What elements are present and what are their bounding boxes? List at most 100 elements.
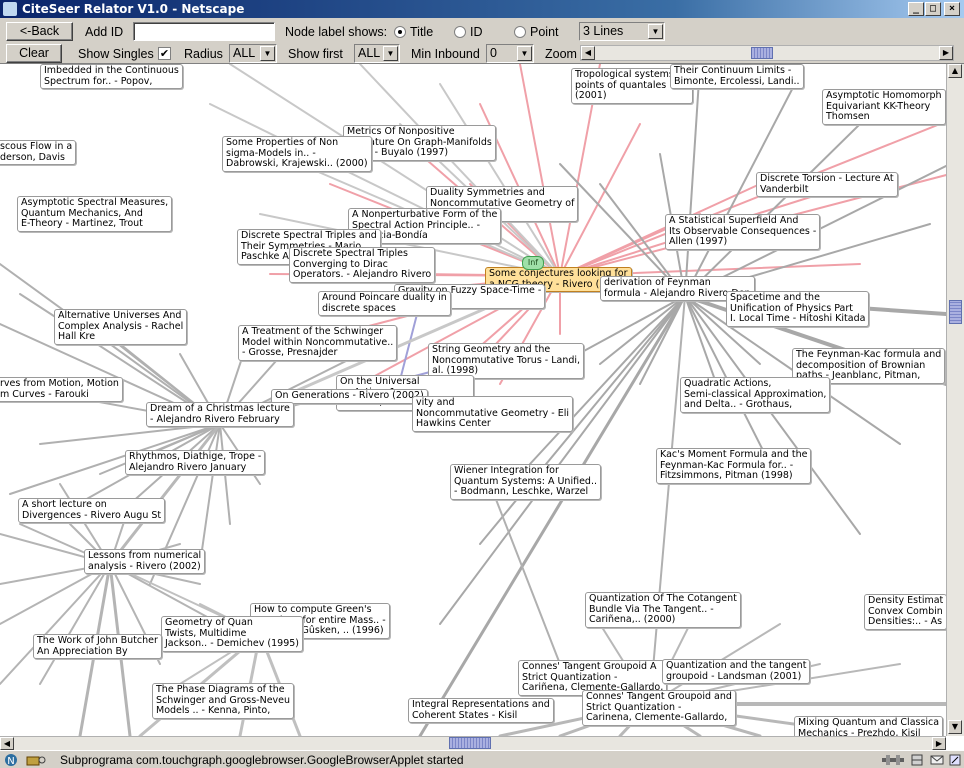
graph-node[interactable]: String Geometry and the Noncommutative T… <box>428 343 585 379</box>
add-id-input[interactable] <box>133 22 275 41</box>
lines-select-value: 3 Lines <box>583 24 624 38</box>
show-first-select-value: ALL <box>358 46 381 60</box>
scroll-right-icon[interactable]: ▶ <box>939 46 953 60</box>
app-icon <box>3 2 17 16</box>
graph-node[interactable]: Around Poincare duality in discrete spac… <box>318 291 451 316</box>
graph-node[interactable]: Quantization and the tangent groupoid - … <box>662 659 811 684</box>
graph-edge <box>0 563 111 625</box>
scroll-left-icon[interactable]: ◀ <box>581 46 595 60</box>
graph-node[interactable]: A Statistical Superfield And Its Observa… <box>665 214 821 250</box>
graph-node[interactable]: Some Properties of Non sigma-Models in..… <box>222 136 372 172</box>
toolbar: <-Back Add ID Node label shows: Title ID… <box>0 18 964 64</box>
min-inbound-label: Min Inbound <box>411 47 480 61</box>
graph-node[interactable]: The Work of John Butcher An Appreciation… <box>33 634 162 659</box>
horizontal-scrollbar[interactable]: ◀ ▶ <box>0 736 946 750</box>
graph-node[interactable]: Their Continuum Limits - Bimonte, Ercole… <box>670 64 804 89</box>
graph-edge <box>229 64 561 277</box>
graph-edge <box>489 483 561 665</box>
netscape-icon: N <box>5 754 17 767</box>
graph-node[interactable]: Quadratic Actions, Semi-classical Approx… <box>680 377 831 413</box>
security-icon[interactable] <box>26 753 46 767</box>
graph-node[interactable]: Asymptotic Homomorph Equivariant KK-Theo… <box>822 89 946 125</box>
id-radio[interactable] <box>454 26 466 38</box>
horizontal-scroll-thumb[interactable] <box>449 737 491 749</box>
graph-node[interactable]: Imbedded in the Continuous Spectrum for.… <box>40 64 183 89</box>
clear-button[interactable]: Clear <box>6 44 62 63</box>
graph-edge <box>479 295 686 545</box>
graph-edge <box>39 563 111 685</box>
chevron-down-icon: ▼ <box>260 46 275 61</box>
title-radio[interactable] <box>394 26 406 38</box>
graph-edge <box>529 295 686 465</box>
graph-node[interactable]: rves from Motion, Motion m Curves - Faro… <box>0 377 123 402</box>
graph-node[interactable]: A Nonperturbative Form of the Spectral A… <box>348 208 502 244</box>
graph-node[interactable]: Rhythmos, Diathige, Trope - Alejandro Ri… <box>125 450 266 475</box>
graph-node[interactable]: Geometry of Quan Twists, Multidime Jacks… <box>161 616 304 652</box>
graph-node[interactable]: The Phase Diagrams of the Schwinger and … <box>152 683 295 719</box>
zoom-slider-thumb[interactable] <box>751 47 773 59</box>
graph-node[interactable]: Alternative Universes And Complex Analys… <box>54 309 188 345</box>
lines-select[interactable]: 3 Lines ▼ <box>579 22 665 41</box>
scroll-left-icon[interactable]: ◀ <box>0 737 14 750</box>
graph-edge <box>559 123 941 277</box>
show-first-select[interactable]: ALL ▼ <box>354 44 400 63</box>
scroll-right-icon[interactable]: ▶ <box>932 737 946 750</box>
graph-edge <box>439 83 561 277</box>
radius-select-value: ALL <box>233 46 256 60</box>
graph-node[interactable]: Asymptotic Spectral Measures, Quantum Me… <box>17 196 173 232</box>
graph-node[interactable]: derivation of Feynman formula - Alejandr… <box>600 276 755 301</box>
graph-node[interactable]: Wiener Integration for Quantum Systems: … <box>450 464 601 500</box>
mail-icon[interactable] <box>930 753 944 767</box>
graph-edge <box>559 163 686 297</box>
graph-node[interactable]: vity and Noncommutative Geometry - Eli H… <box>412 396 574 432</box>
show-singles-label: Show Singles <box>78 47 154 61</box>
scroll-down-icon[interactable]: ▼ <box>948 720 962 734</box>
graph-node[interactable]: scous Flow in a derson, Davis <box>0 140 77 165</box>
graph-node[interactable]: Quantization Of The Cotangent Bundle Via… <box>585 592 741 628</box>
graph-node[interactable]: Dream of a Christmas lecture - Alejandro… <box>146 402 294 427</box>
scroll-up-icon[interactable]: ▲ <box>948 64 962 78</box>
component-icon[interactable] <box>910 753 924 767</box>
graph-node[interactable]: A short lecture on Divergences - Rivero … <box>18 498 166 523</box>
graph-node[interactable]: Discrete Spectral Triples Converging to … <box>289 247 436 283</box>
point-radio-label: Point <box>530 25 559 39</box>
minimize-button[interactable]: _ <box>908 2 924 16</box>
graph-node[interactable]: Lessons from numerical analysis - Rivero… <box>84 549 206 574</box>
radius-label: Radius <box>184 47 223 61</box>
show-singles-checkbox[interactable]: ✔ <box>158 47 171 60</box>
maximize-button[interactable]: □ <box>925 2 941 16</box>
point-radio[interactable] <box>514 26 526 38</box>
graph-node[interactable]: Connes' Tangent Groupoid and Strict Quan… <box>582 690 736 726</box>
vertical-scrollbar[interactable]: ▲ ▼ <box>946 64 964 736</box>
status-bar: N Subprograma com.touchgraph.googlebrows… <box>0 750 964 768</box>
composer-icon[interactable] <box>948 753 962 767</box>
window-title: CiteSeer Relator V1.0 - Netscape <box>22 2 245 16</box>
add-id-label: Add ID <box>85 25 124 39</box>
graph-node[interactable]: Spacetime and the Unification of Physics… <box>726 291 870 327</box>
vertical-scroll-thumb[interactable] <box>949 300 962 324</box>
graph-edge <box>0 563 111 685</box>
graph-edge <box>399 263 431 381</box>
graph-node[interactable]: Kac's Moment Formula and the Feynman-Kac… <box>656 448 812 484</box>
graph-edge <box>559 123 641 277</box>
show-first-label: Show first <box>288 47 343 61</box>
min-inbound-select[interactable]: 0 ▼ <box>486 44 534 63</box>
graph-node[interactable]: Integral Representations and Coherent St… <box>408 698 554 723</box>
graph-node[interactable]: On Generations - Rivero (2002) <box>271 389 428 404</box>
graph-canvas[interactable]: Imbedded in the Continuous Spectrum for.… <box>0 64 946 736</box>
graph-node[interactable]: Discrete Torsion - Lecture At Vanderbilt <box>756 172 898 197</box>
zoom-slider[interactable]: ◀ ▶ <box>580 45 954 61</box>
chevron-down-icon: ▼ <box>648 24 663 39</box>
graph-node[interactable]: Mixing Quantum and Classica Mechanics - … <box>794 716 944 736</box>
title-bar: CiteSeer Relator V1.0 - Netscape _ □ × <box>0 0 964 18</box>
graph-edge <box>599 295 686 365</box>
info-badge[interactable]: Inf <box>522 256 544 270</box>
graph-edge <box>439 295 686 625</box>
close-button[interactable]: × <box>944 2 960 16</box>
radius-select[interactable]: ALL ▼ <box>229 44 277 63</box>
graph-edge <box>684 295 861 535</box>
graph-node[interactable]: A Treatment of the Schwinger Model withi… <box>238 325 398 361</box>
back-button[interactable]: <-Back <box>6 22 73 41</box>
svg-text:N: N <box>7 756 14 767</box>
graph-node[interactable]: Density Estimat Convex Combin Densities:… <box>864 594 946 630</box>
